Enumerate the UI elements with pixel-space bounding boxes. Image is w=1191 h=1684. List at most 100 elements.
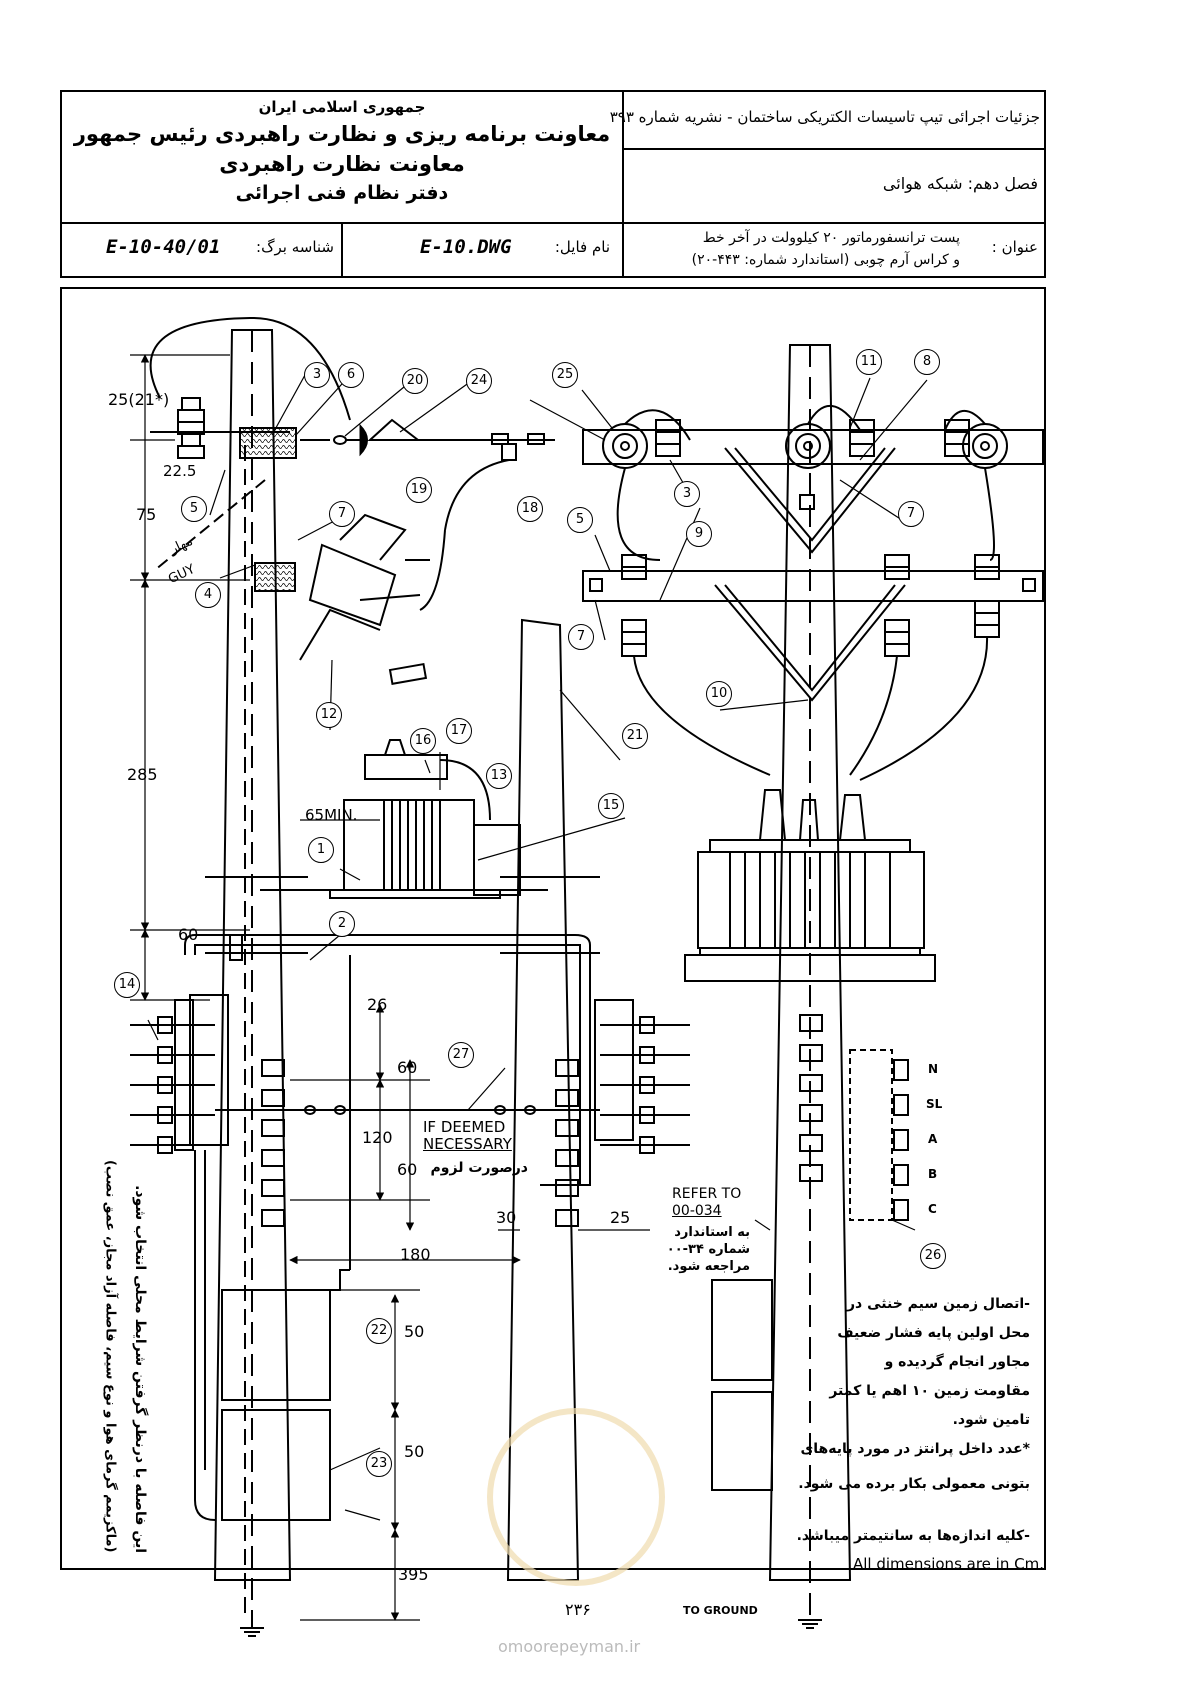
callout-15: 15: [598, 793, 624, 819]
pole-insulator-stack-left: [261, 1059, 285, 1227]
vertical-note-2: (ماکزیمم گرمای هوا و نوع سیم، فاصله آزاد…: [102, 1159, 118, 1553]
fuse-cutout: [299, 513, 430, 685]
title-divider-h: [62, 222, 1044, 224]
note-line-7: بتونی معمولی بکار برده می شود.: [798, 1476, 1030, 1492]
mid-insulators-right: [621, 554, 1000, 657]
callout-17: 17: [446, 718, 472, 744]
title-block: [60, 90, 1046, 278]
callout-5: 5: [181, 496, 207, 522]
dim-75: 75: [136, 505, 157, 524]
transformer-right: [684, 789, 936, 982]
note-line-8: -کلیه اندازه‌ها به سانتیمتر میباشد.: [796, 1528, 1030, 1544]
org-line-4: دفتر نظام فنی اجرائی: [235, 182, 449, 204]
callout-3b: 3: [674, 481, 700, 507]
callout-10: 10: [706, 681, 732, 707]
org-line-2: معاونت برنامه ریزی و نظارت راهبردی رئیس …: [73, 122, 611, 146]
dim-60b: 60: [397, 1058, 418, 1077]
callout-27: 27: [448, 1042, 474, 1068]
callout-19: 19: [406, 477, 432, 503]
refer-to-label: REFER TO: [672, 1186, 742, 1202]
dim-26: 26: [367, 995, 388, 1014]
file-name: E-10.DWG: [420, 236, 512, 258]
callout-7b: 7: [898, 501, 924, 527]
callout-25: 25: [552, 362, 578, 388]
callout-12: 12: [316, 702, 342, 728]
callout-21: 21: [622, 723, 648, 749]
dim-60a: 60: [178, 925, 199, 944]
org-line-3: معاونت نظارت راهبردی: [219, 152, 465, 176]
callout-5b: 5: [567, 507, 593, 533]
sheet-id-label: شناسه برگ:: [256, 238, 334, 256]
note-line-6: *عدد داخل پرانتز در مورد پایه‌های: [800, 1441, 1030, 1457]
note-line-5: تامین شود.: [952, 1412, 1030, 1428]
dim-285: 285: [127, 765, 158, 784]
dim-25b: 25: [610, 1208, 631, 1227]
title-divider-v2: [341, 224, 343, 276]
lv-insulators-left: [130, 1016, 215, 1154]
dim-25: 25(21*): [108, 390, 170, 409]
title-label: عنوان :: [991, 238, 1038, 256]
callout-11: 11: [856, 349, 882, 375]
note-line-4: مقاومت زمین ۱۰ اهم یا کمتر: [829, 1383, 1030, 1399]
left-pole: [213, 329, 292, 1581]
refer-fa-3: مراجعه شود.: [667, 1259, 750, 1274]
phase-n: N: [928, 1062, 939, 1076]
dim-120: 120: [362, 1128, 393, 1147]
right-pole: [768, 344, 852, 1581]
vertical-note-1: این فاصله با درنظر گرفتن شرایط محلی انتخ…: [132, 1185, 148, 1553]
callout-13: 13: [486, 763, 512, 789]
note-line-9: All dimensions are in Cm.: [853, 1555, 1044, 1573]
dim-395: 395: [398, 1565, 429, 1584]
if-needed-fa-label: درصورت لزوم: [430, 1160, 528, 1176]
watermark-seal: [487, 1408, 665, 1586]
dim-50b: 50: [404, 1442, 425, 1461]
refer-fa-1: به استاندارد: [674, 1225, 750, 1240]
chapter-title: فصل دهم: شبکه هوائی: [882, 174, 1038, 193]
dim-180: 180: [400, 1245, 431, 1264]
dim-22-5: 22.5: [163, 462, 197, 480]
callout-24: 24: [466, 368, 492, 394]
organization-block: جمهوری اسلامی ایران معاونت برنامه ریزی و…: [62, 96, 622, 220]
lv-insulators-right: [600, 1016, 690, 1154]
callout-6: 6: [338, 362, 364, 388]
transformer-left: [260, 739, 548, 899]
callout-3: 3: [304, 362, 330, 388]
title-line-1: پست ترانسفورماتور ۲۰ کیلوولت در آخر خط: [702, 230, 960, 246]
callout-22: 22: [366, 1318, 392, 1344]
title-divider-h2: [624, 148, 1044, 150]
phase-a: A: [928, 1132, 938, 1146]
note-line-1: -اتصال زمین سیم خنثی در: [847, 1296, 1030, 1312]
callout-20: 20: [402, 368, 428, 394]
dim-30: 30: [496, 1208, 517, 1227]
meter-box-23: [221, 1409, 331, 1521]
phase-b: B: [928, 1167, 938, 1181]
callout-8: 8: [914, 349, 940, 375]
title-divider-v1: [622, 92, 624, 276]
callout-14: 14: [114, 972, 140, 998]
top-insulators-right: [655, 419, 970, 457]
dim-60c: 60: [397, 1160, 418, 1179]
to-ground-label: TO GROUND: [683, 1604, 758, 1617]
callout-9: 9: [686, 521, 712, 547]
callout-7a: 7: [329, 501, 355, 527]
sheet-id: E-10-40/01: [106, 236, 221, 258]
page-number: ۲۳۶: [565, 1600, 591, 1619]
callout-23: 23: [366, 1451, 392, 1477]
org-line-1: جمهوری اسلامی ایران: [258, 98, 426, 116]
callout-18: 18: [517, 496, 543, 522]
publication-title: جزئیات اجرائی تیپ تاسیسات الکتریکی ساختم…: [609, 108, 1040, 126]
watermark-url: omoorepeyman.ir: [498, 1637, 641, 1656]
insulator-left: [177, 397, 205, 459]
note-line-2: محل اولین پایه فشار ضعیف: [837, 1325, 1030, 1341]
callout-4: 4: [195, 582, 221, 608]
meter-box-22: [221, 1289, 331, 1401]
pole-insulator-stack-right: [555, 1059, 579, 1227]
if-deemed-label: IF DEEMED: [423, 1118, 506, 1136]
ground-symbols: [240, 1619, 822, 1637]
dim-65min: 65MIN.: [305, 806, 358, 824]
refer-fa-2: شماره ۳۴-۰۰: [666, 1242, 750, 1257]
callout-26: 26: [920, 1243, 946, 1269]
callout-7c: 7: [568, 624, 594, 650]
note-line-3: مجاور انجام گردیده و: [884, 1354, 1030, 1370]
